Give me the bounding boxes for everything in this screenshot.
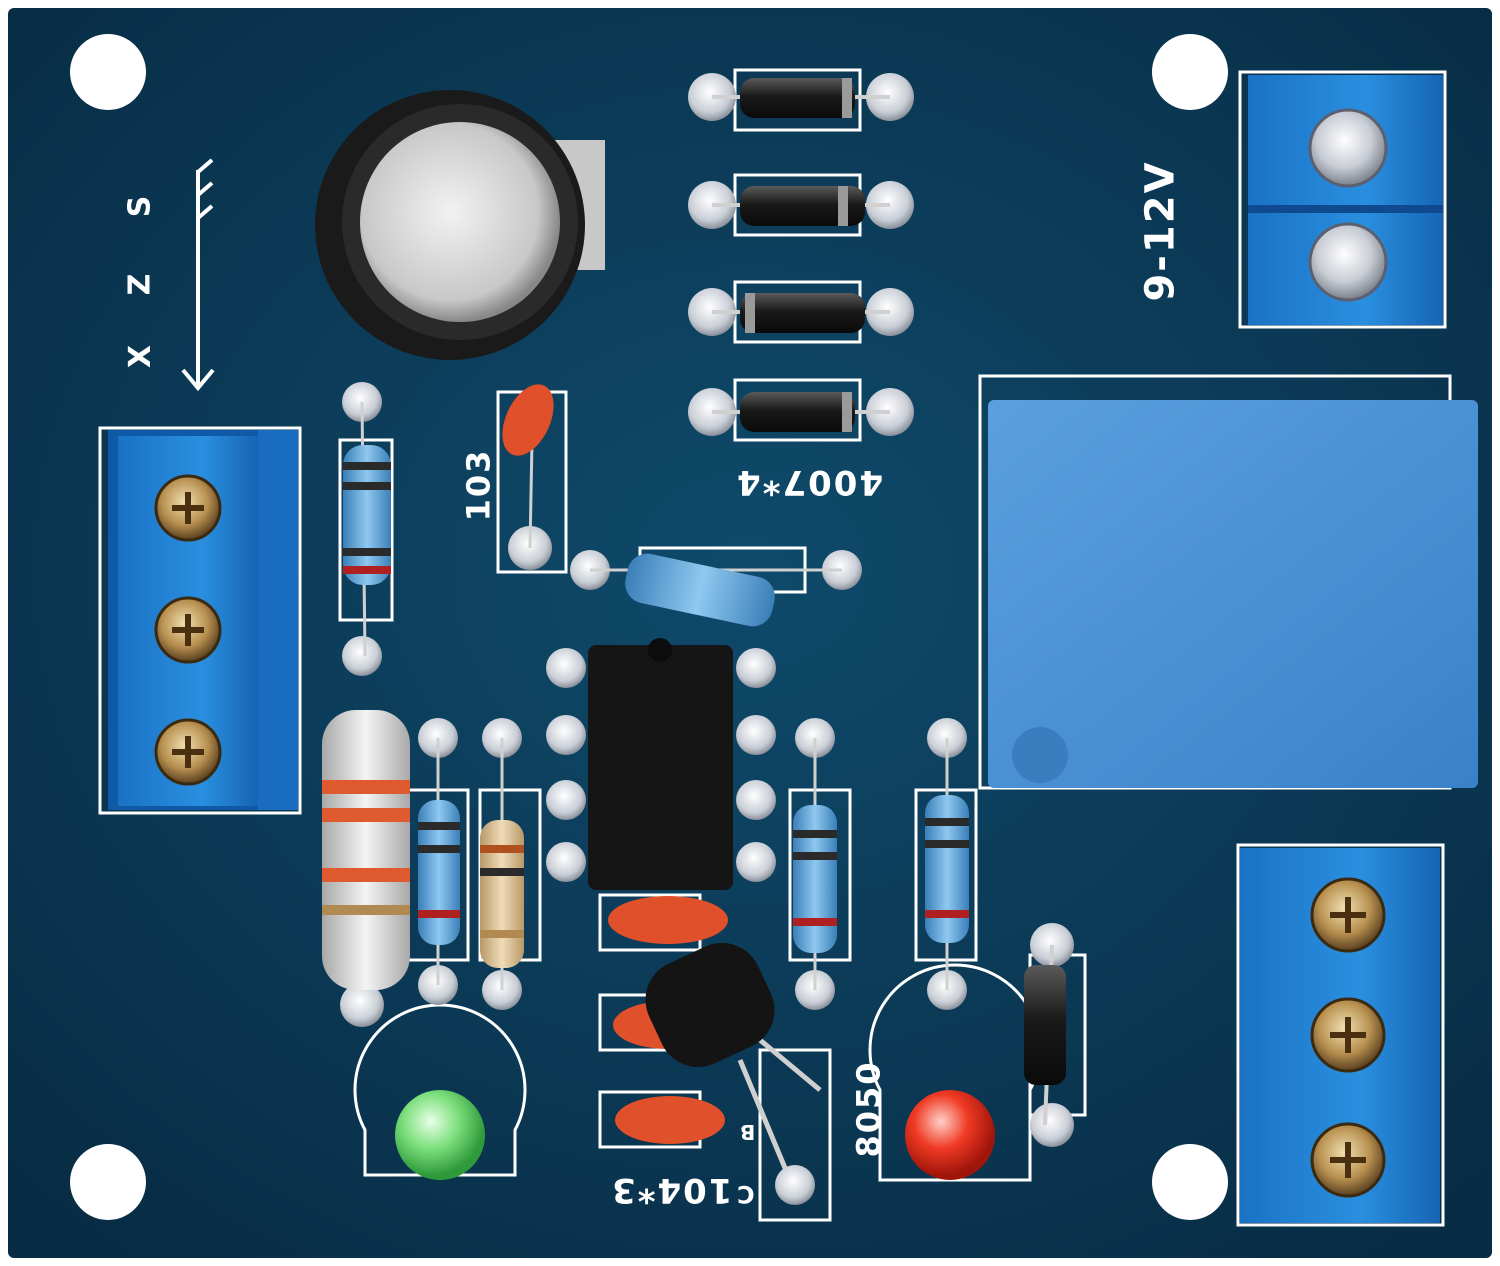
- led-red: [905, 1090, 995, 1180]
- diode: [688, 388, 914, 436]
- ic-chip: [546, 638, 776, 890]
- screw-terminal[interactable]: [1308, 108, 1388, 188]
- resistor: [570, 550, 862, 627]
- power-resistor: [322, 710, 410, 1027]
- diodes: [688, 73, 914, 436]
- mounting-hole: [1152, 34, 1228, 110]
- terminal-block-relay-output[interactable]: [1240, 848, 1440, 1223]
- mounting-hole: [1152, 1144, 1228, 1220]
- label-pin-c: C: [735, 1180, 755, 1208]
- ground-arrow-icon: [181, 158, 215, 392]
- label-z: Z: [122, 271, 158, 296]
- resistor: [418, 718, 460, 1005]
- label-diode-part: 4007*4: [735, 462, 884, 502]
- mounting-holes: [70, 34, 1228, 1220]
- led-green: [395, 1090, 485, 1180]
- diode: [688, 288, 914, 336]
- transistor-8050: [645, 942, 822, 1205]
- label-transistor-8050: 8050: [849, 1060, 888, 1158]
- screw-terminal[interactable]: [1308, 222, 1388, 302]
- diode: [1024, 923, 1074, 1147]
- mounting-hole: [70, 34, 146, 110]
- electrolytic-capacitor: [315, 90, 605, 360]
- label-x: X: [123, 342, 159, 369]
- resistor: [342, 382, 391, 676]
- relay: [988, 400, 1478, 788]
- label-power-voltage: 9-12V: [1137, 160, 1184, 302]
- label-pin-b: B: [738, 1120, 756, 1144]
- label-ceramic-104: 104*3: [610, 1170, 733, 1210]
- terminal-block-power[interactable]: [1248, 75, 1443, 325]
- ceramic-capacitor-103: [502, 384, 554, 570]
- diode: [688, 181, 914, 229]
- diode: [688, 73, 914, 121]
- mounting-hole: [70, 1144, 146, 1220]
- resistor: [925, 718, 969, 1010]
- resistor: [793, 718, 837, 1010]
- label-capacitor-103: 103: [459, 448, 498, 522]
- label-s: S: [122, 193, 158, 218]
- resistor: [480, 718, 524, 1010]
- terminal-block-left[interactable]: [108, 430, 298, 810]
